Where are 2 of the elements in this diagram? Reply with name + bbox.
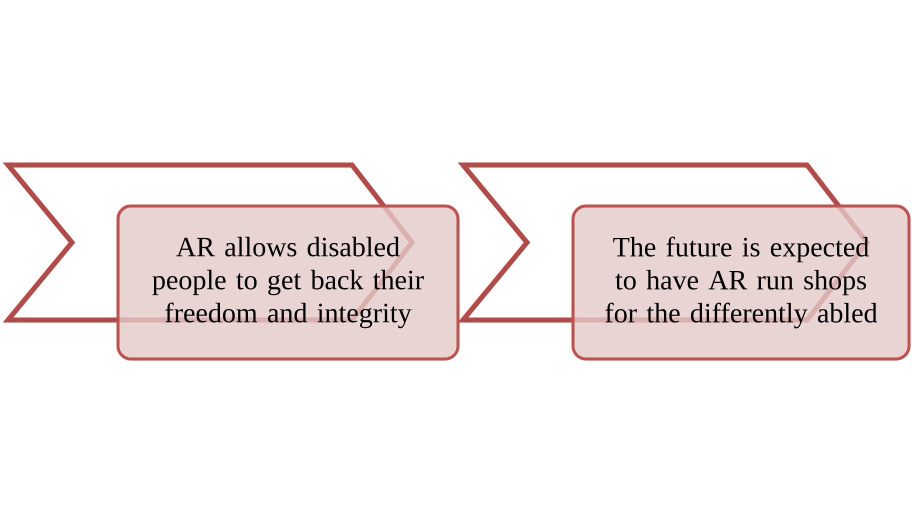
text-box: AR allows disabled people to get back their freedom and integrity <box>116 204 460 360</box>
text-box: The future is expected to have AR run shops for the differently abled <box>572 204 911 360</box>
